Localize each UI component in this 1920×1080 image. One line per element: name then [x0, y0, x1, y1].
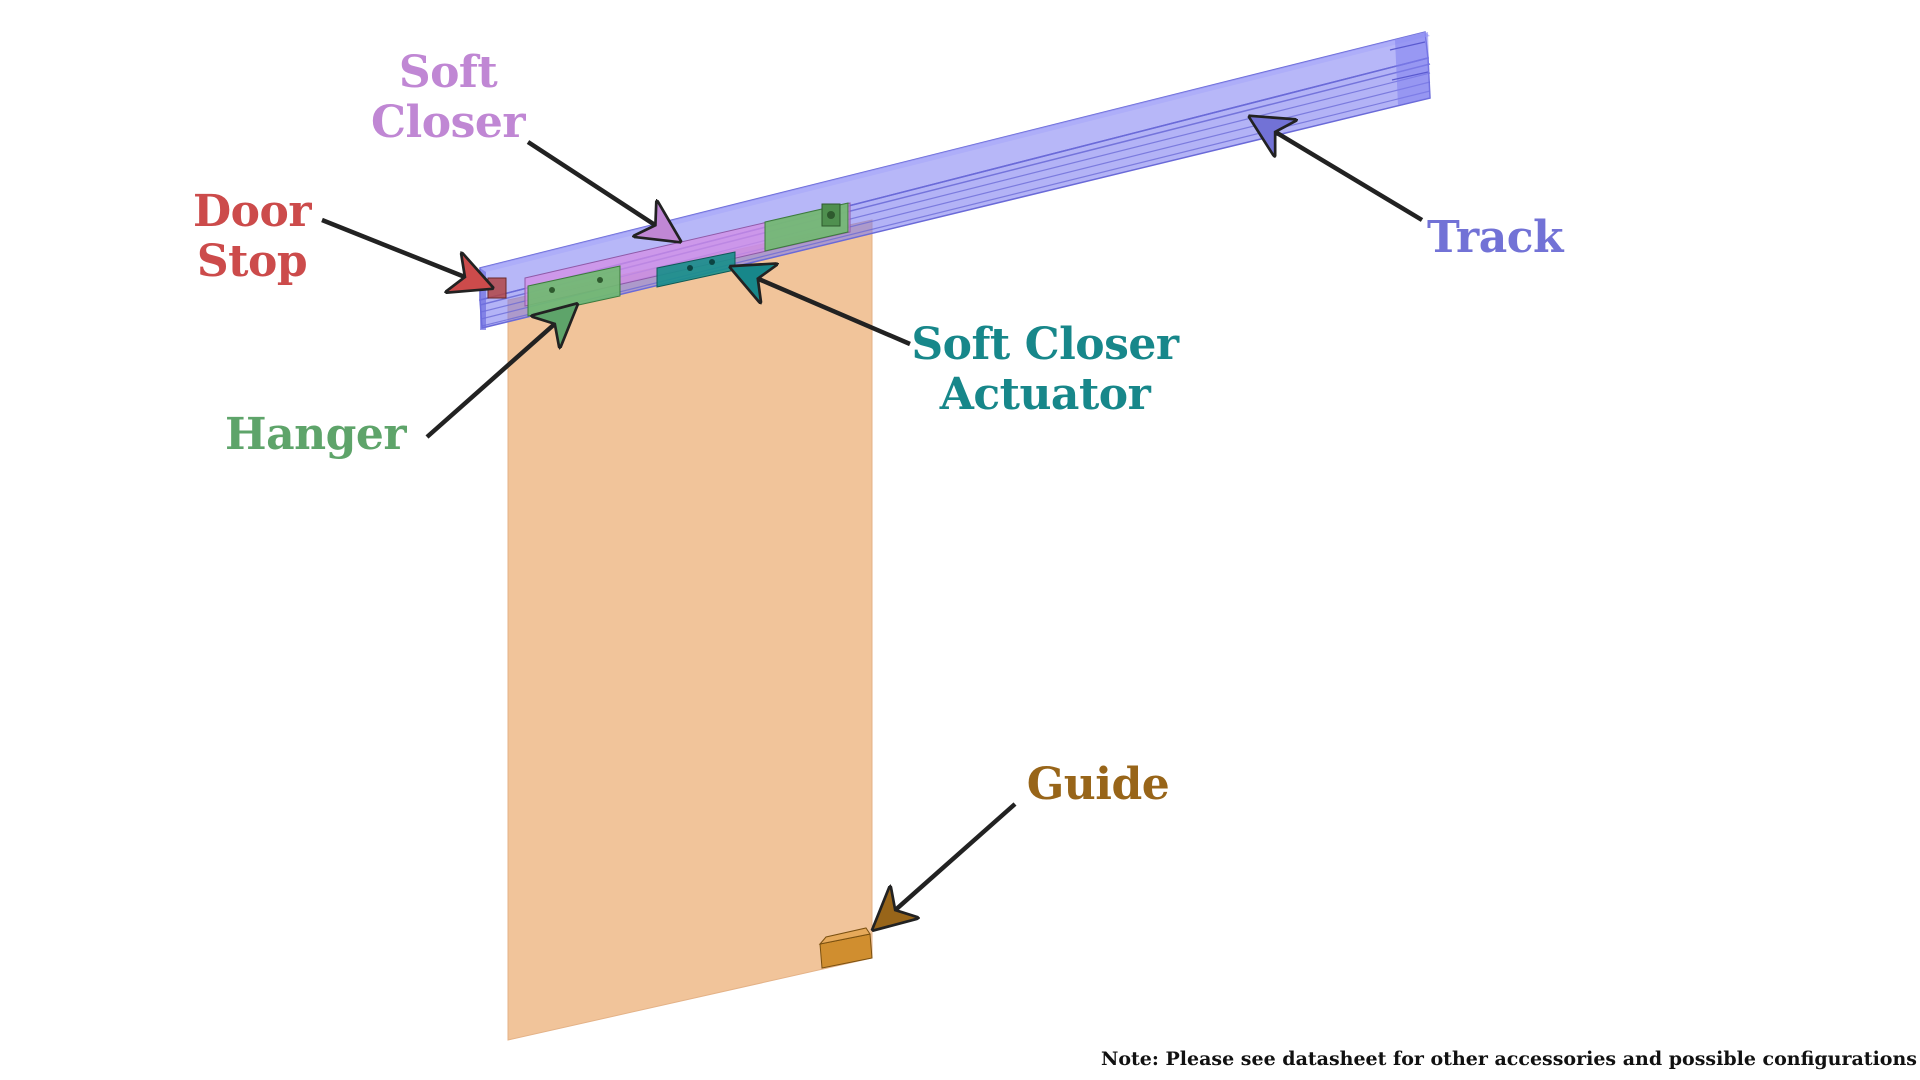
right-hanger-part: [764, 202, 849, 252]
door-panel: [507, 219, 873, 1041]
track-label: Track: [1426, 212, 1564, 263]
track: [479, 31, 1431, 330]
footnote: Note: Please see datasheet for other acc…: [1100, 1048, 1917, 1070]
guide-label: Guide: [1026, 759, 1170, 810]
guide-arrow: [875, 802, 1017, 928]
track-arrow: [1252, 118, 1424, 222]
soft-closer-actuator-label: Soft Closer Actuator: [911, 319, 1179, 420]
soft-closer-actuator-arrow: [733, 268, 911, 347]
door-stop-arrow: [321, 217, 490, 287]
hanger-arrow: [425, 306, 575, 439]
floor-guide-part: [818, 927, 873, 969]
door-stop-part: [487, 277, 507, 299]
soft-closer-arrow: [526, 140, 678, 240]
soft-closer-label: Soft Closer: [370, 47, 526, 148]
door-stop-label: Door Stop: [192, 186, 312, 287]
hanger-label: Hanger: [225, 409, 407, 460]
